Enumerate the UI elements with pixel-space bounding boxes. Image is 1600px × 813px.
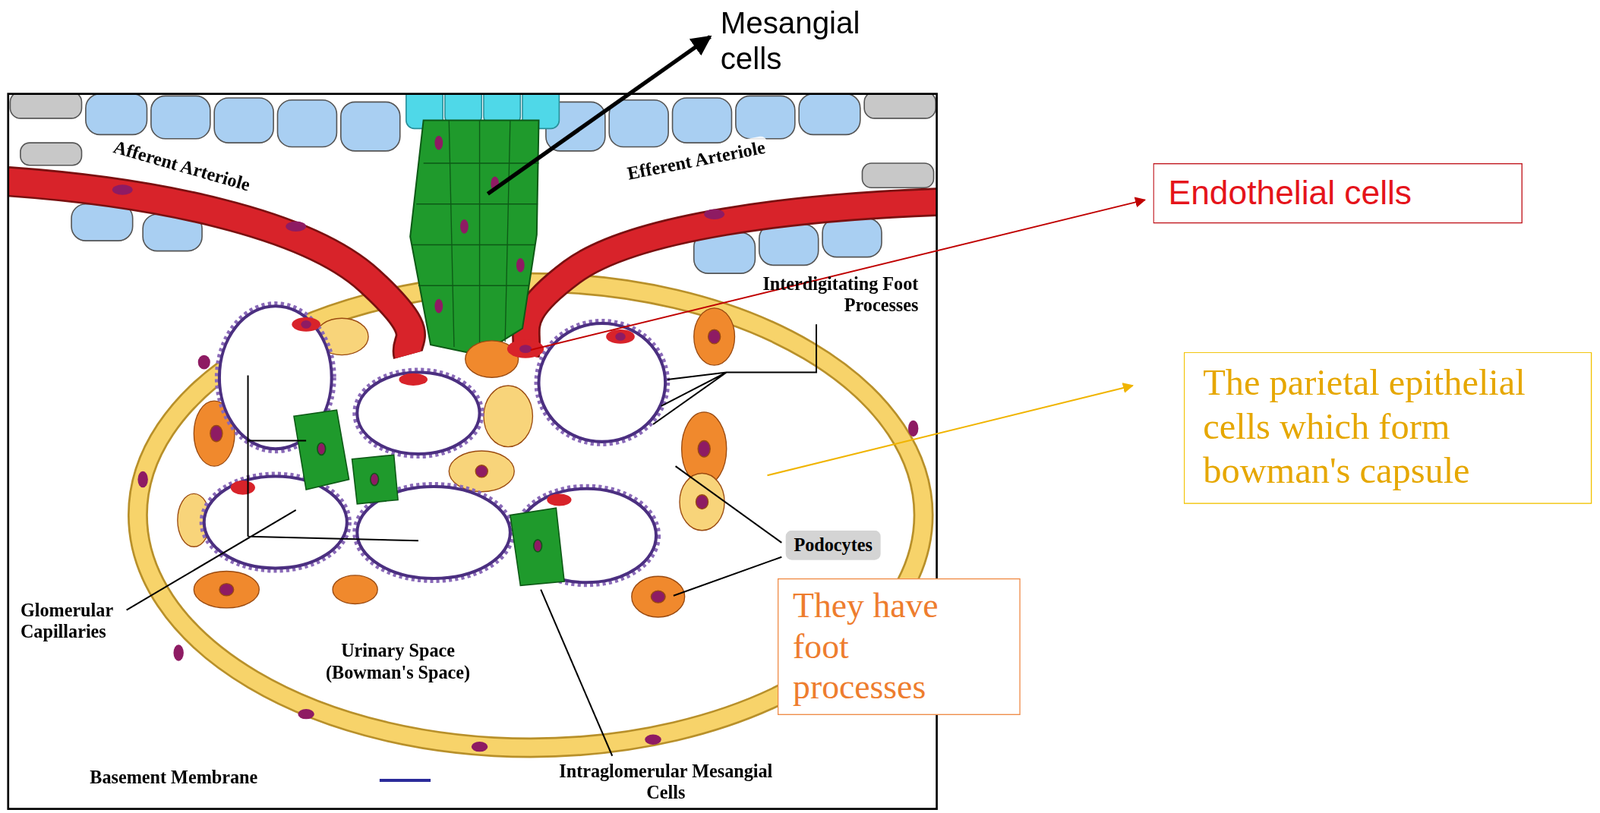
extraglomerular-cells: [20, 142, 83, 166]
glomerular-capillaries: [356, 372, 480, 455]
intraglomerular-mesangium: [510, 508, 565, 586]
afferent-arteriole: [285, 221, 307, 232]
podocytes: [631, 576, 685, 618]
endothelial-cells: [605, 329, 635, 344]
extraglomerular-cells: [277, 100, 338, 148]
endothelial-cells: [230, 317, 635, 507]
bowmans-capsule: [137, 471, 148, 489]
podocytes: [332, 575, 378, 605]
podocytes: [708, 329, 721, 344]
extraglomerular-cells: [672, 97, 733, 143]
extraglomerular-cells: [861, 163, 934, 188]
leader-lines: [767, 385, 1133, 476]
bowmans-capsule: [173, 644, 184, 662]
extraglomerular-cells: [151, 95, 211, 139]
extraglomerular-cells: [735, 95, 796, 139]
glomerular-capillaries: [356, 372, 480, 455]
extraglomerular-cells: [340, 101, 401, 152]
bowmans-capsule: [644, 735, 662, 745]
bowmans-capsule: [297, 709, 315, 720]
podocytes: [210, 425, 223, 442]
extraglomerular-cells: [864, 94, 936, 119]
extraglomerular-cells: [822, 218, 882, 258]
extraglomerular-mesangium: [410, 120, 539, 356]
callout-text: Endothelial cells: [1168, 172, 1508, 213]
podocytes: [475, 465, 488, 478]
podocytes: [695, 495, 708, 510]
part-label: Podocytes: [785, 530, 881, 561]
callout-box: They have foot processes: [777, 578, 1021, 716]
leader-lines: [653, 324, 817, 425]
leader-lines: [530, 199, 1146, 351]
extraglomerular-mesangium: [460, 219, 469, 234]
intraglomerular-mesangium: [370, 473, 379, 486]
part-label: Efferent Arteriole: [622, 135, 771, 187]
endothelial-cells: [615, 332, 625, 341]
part-label: Intraglomerular Mesangial Cells: [551, 760, 781, 804]
bowmans-capsule: [198, 355, 211, 370]
legend-label: Basement Membrane: [89, 767, 258, 789]
afferent-arteriole: [8, 181, 411, 355]
callout-text: They have foot processes: [792, 585, 979, 707]
extraglomerular-mesangium: [516, 258, 525, 273]
part-label: Afferent Arteriole: [107, 134, 256, 198]
part-label: Interdigitating Foot Processes: [726, 273, 919, 316]
callout-box: The parietal epithelial cells which form…: [1183, 352, 1593, 505]
leader-lines: [673, 466, 782, 597]
endothelial-cells: [291, 317, 321, 332]
intraglomerular-mesangium: [352, 454, 398, 505]
podocytes: [193, 571, 259, 609]
endothelial-cells: [300, 320, 311, 329]
podocytes: [694, 308, 736, 366]
intraglomerular-mesangium: [293, 410, 565, 586]
callout-box: Endothelial cells: [1152, 163, 1522, 224]
afferent-arteriole: [8, 181, 411, 355]
endothelial-cells: [230, 480, 256, 496]
extraglomerular-mesangium: [434, 135, 443, 151]
extraglomerular-mesangium: [410, 120, 539, 356]
endothelial-cells: [398, 373, 428, 386]
part-label: Urinary Space (Bowman's Space): [296, 640, 501, 684]
glomerular-capillaries: [204, 306, 666, 583]
extraglomerular-cells: [798, 94, 861, 136]
endothelial-cells: [507, 339, 544, 358]
extraglomerular-cells: [609, 100, 669, 148]
bowmans-capsule: [908, 420, 919, 438]
extraglomerular-mesangium: [412, 120, 540, 353]
leader-lines: [540, 590, 613, 757]
extraglomerular-cells: [9, 94, 82, 119]
afferent-arteriole: [112, 184, 133, 195]
extraglomerular-cells: [214, 97, 274, 143]
podocytes: [219, 583, 234, 597]
leader-lines: [126, 375, 419, 611]
intraglomerular-mesangium: [533, 539, 543, 553]
bowmans-capsule: [471, 741, 489, 752]
glomerular-capillaries: [539, 323, 666, 442]
callout-label: Mesangial cells: [720, 6, 915, 77]
intraglomerular-mesangium: [293, 410, 350, 490]
callout-text: The parietal epithelial cells which form…: [1202, 361, 1550, 494]
extraglomerular-cells: [85, 94, 148, 136]
glomerular-capillaries: [539, 323, 666, 442]
leader-lines: [379, 779, 431, 783]
extraglomerular-mesangium: [434, 299, 443, 314]
intraglomerular-mesangium: [317, 442, 326, 455]
podocytes: [697, 441, 711, 458]
podocytes: [679, 473, 725, 531]
podocytes: [448, 451, 515, 493]
leader-lines: [126, 36, 1146, 781]
endothelial-cells: [546, 493, 572, 506]
podocytes: [483, 385, 534, 448]
afferent-arteriole: [8, 181, 411, 355]
part-label: Glomerular Capillaries: [20, 599, 133, 643]
extraglomerular-cells: [759, 224, 819, 266]
efferent-arteriole: [703, 208, 725, 219]
podocytes: [650, 590, 666, 603]
endothelial-cells: [519, 344, 532, 354]
